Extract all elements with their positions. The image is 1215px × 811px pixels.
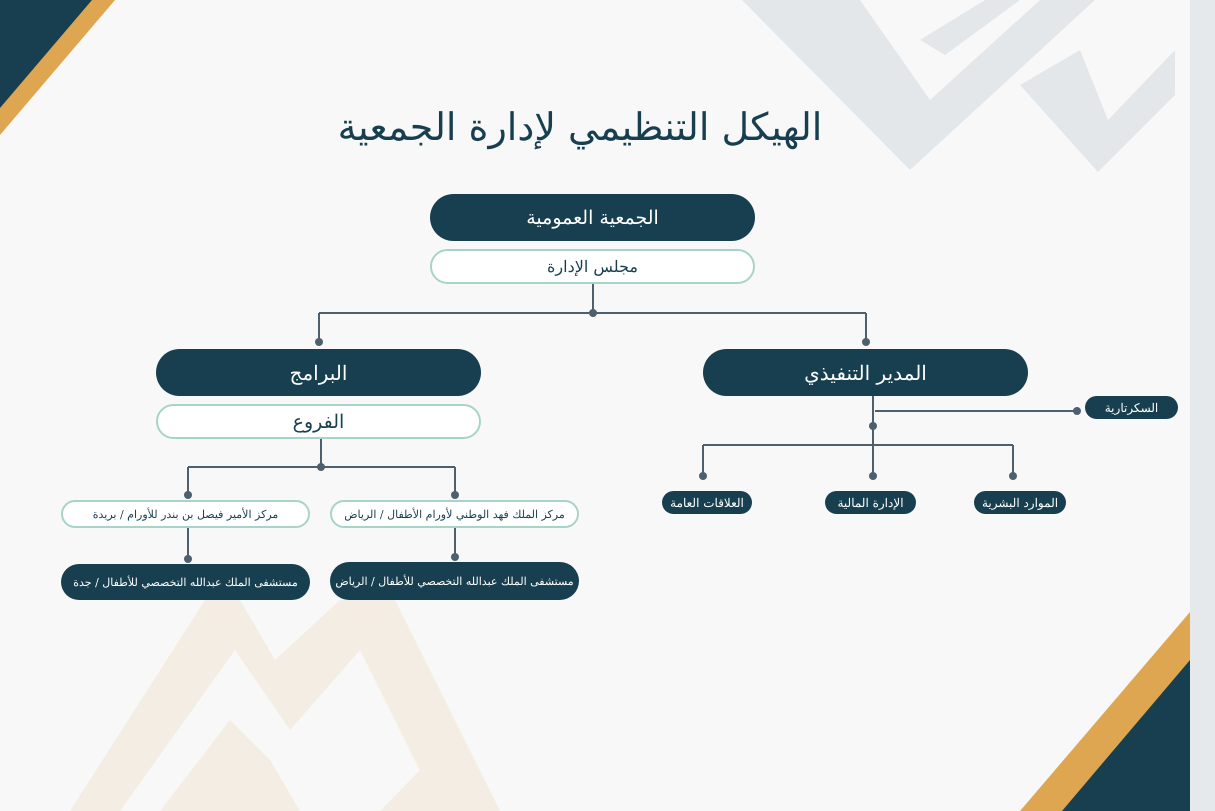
node-center-riyadh: مركز الملك فهد الوطني لأورام الأطفال / ا… xyxy=(330,500,579,528)
connector-dot xyxy=(184,555,192,563)
slide: الهيكل التنظيمي لإدارة الجمعية الجمعية ا… xyxy=(0,0,1190,811)
background-decoration xyxy=(0,0,1190,811)
node-secretariat: السكرتارية xyxy=(1085,396,1178,419)
connector-dot xyxy=(184,491,192,499)
chevron-beige-2 xyxy=(160,720,300,811)
node-board: مجلس الإدارة xyxy=(430,249,755,284)
corner-dark-bottom-right xyxy=(1062,660,1190,811)
connector-dot xyxy=(1073,407,1081,415)
corner-dark-top-left xyxy=(0,0,92,108)
scrollbar-track[interactable] xyxy=(1190,0,1215,811)
node-hr: الموارد البشرية xyxy=(974,491,1066,514)
connector-dot xyxy=(451,553,459,561)
connector-dot xyxy=(862,338,870,346)
node-public-relations: العلاقات العامة xyxy=(662,491,752,514)
connector-dot xyxy=(451,491,459,499)
connector-dot xyxy=(869,422,877,430)
node-hospital-riyadh: مستشفى الملك عبدالله التخصصي للأطفال / ا… xyxy=(330,562,579,600)
node-executive-director: المدير التنفيذي xyxy=(703,349,1028,396)
chevron-grey-3 xyxy=(920,0,1020,55)
node-center-buraydah: مركز الأمير فيصل بن بندر للأورام / بريدة xyxy=(61,500,310,528)
connector-dot xyxy=(317,463,325,471)
node-programs: البرامج xyxy=(156,349,481,396)
node-branches: الفروع xyxy=(156,404,481,439)
connector-dot xyxy=(699,472,707,480)
connector-dot xyxy=(869,472,877,480)
page-title: الهيكل التنظيمي لإدارة الجمعية xyxy=(337,105,823,149)
node-finance: الإدارة المالية xyxy=(825,491,916,514)
node-general-assembly: الجمعية العمومية xyxy=(430,194,755,241)
connector-dot xyxy=(1009,472,1017,480)
node-hospital-jeddah: مستشفى الملك عبدالله التخصصي للأطفال / ج… xyxy=(61,564,310,600)
connector-lines xyxy=(184,283,1081,563)
chevron-grey-1 xyxy=(742,0,1095,170)
chevron-grey-2 xyxy=(1020,50,1175,172)
connector-dot xyxy=(315,338,323,346)
chevron-beige-3 xyxy=(380,760,480,811)
connector-dot xyxy=(589,309,597,317)
chevron-beige-1 xyxy=(70,600,500,811)
